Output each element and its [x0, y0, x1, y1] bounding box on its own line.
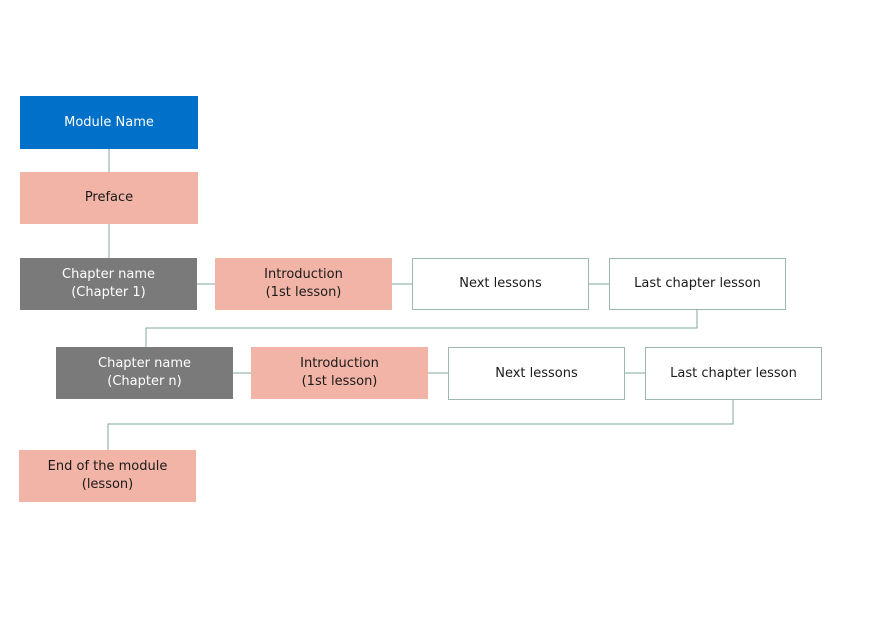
node-label-line: Module Name — [64, 114, 154, 130]
node-label-line: (1st lesson) — [301, 374, 378, 389]
node-label-line: Preface — [84, 190, 134, 205]
node-label-line: Last chapter lesson — [670, 365, 797, 381]
node-label-line: Next lessons — [495, 365, 578, 381]
introduction-chapter-1-box: Introduction (1st lesson) — [215, 258, 392, 310]
connector-last1-chaptern — [145, 310, 698, 347]
end-of-module-box: End of the module (lesson) — [19, 450, 196, 502]
node-label-line: (Chapter n) — [107, 374, 182, 389]
node-label-line: (1st lesson) — [265, 285, 342, 300]
node-label-line: Last chapter lesson — [634, 276, 761, 291]
chapter-n-box: Chapter name (Chapter n) — [56, 347, 233, 399]
module-name-box: Module Name — [20, 96, 198, 149]
connector-lastn-end — [107, 400, 734, 450]
node-label-line: End of the module — [47, 459, 168, 474]
node-label-line: Introduction — [264, 267, 343, 282]
introduction-chapter-n-box: Introduction (1st lesson) — [251, 347, 428, 399]
node-label-line: (Chapter 1) — [71, 285, 146, 300]
node-label-line: (lesson) — [81, 477, 134, 492]
node-label-line: Next lessons — [459, 276, 542, 291]
preface-box: Preface — [20, 172, 198, 224]
node-label-line: Chapter name — [98, 356, 191, 371]
last-lesson-chapter-1-box: Last chapter lesson — [609, 258, 786, 310]
last-lesson-chapter-n-box: Last chapter lesson — [645, 347, 822, 400]
chapter-1-box: Chapter name (Chapter 1) — [20, 258, 197, 310]
node-label-line: Introduction — [300, 356, 379, 371]
node-label-line: Chapter name — [62, 267, 155, 282]
next-lessons-chapter-n-box: Next lessons — [448, 347, 625, 400]
next-lessons-chapter-1-box: Next lessons — [412, 258, 589, 310]
